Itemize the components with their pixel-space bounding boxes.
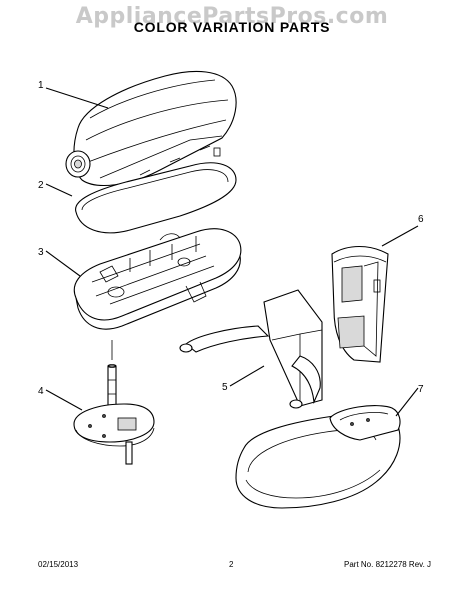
part-7-pedestal-base <box>235 405 401 509</box>
callout-5: 5 <box>222 382 228 393</box>
callout-1: 1 <box>38 80 44 91</box>
part-1-motor-housing <box>65 70 237 186</box>
part-5-stand <box>179 289 323 409</box>
part-6-column-cover <box>331 245 389 363</box>
callout-4: 4 <box>38 386 44 397</box>
footer-date: 02/15/2013 <box>38 560 79 569</box>
callout-2: 2 <box>38 180 44 191</box>
watermark: AppliancePartsPros.com <box>75 4 389 29</box>
leader-lines <box>45 87 419 417</box>
footer-part-number: Part No. 8212278 Rev. J <box>344 560 432 569</box>
callout-6: 6 <box>418 214 424 225</box>
part-3-base-housing <box>73 228 242 330</box>
callout-3: 3 <box>38 247 44 258</box>
callout-7: 7 <box>418 384 424 395</box>
footer-page-number: 2 <box>229 560 234 569</box>
page-title: COLOR VARIATION PARTS <box>133 19 331 35</box>
part-2-gasket <box>75 147 237 234</box>
part-4-planetary-assembly <box>73 364 155 465</box>
